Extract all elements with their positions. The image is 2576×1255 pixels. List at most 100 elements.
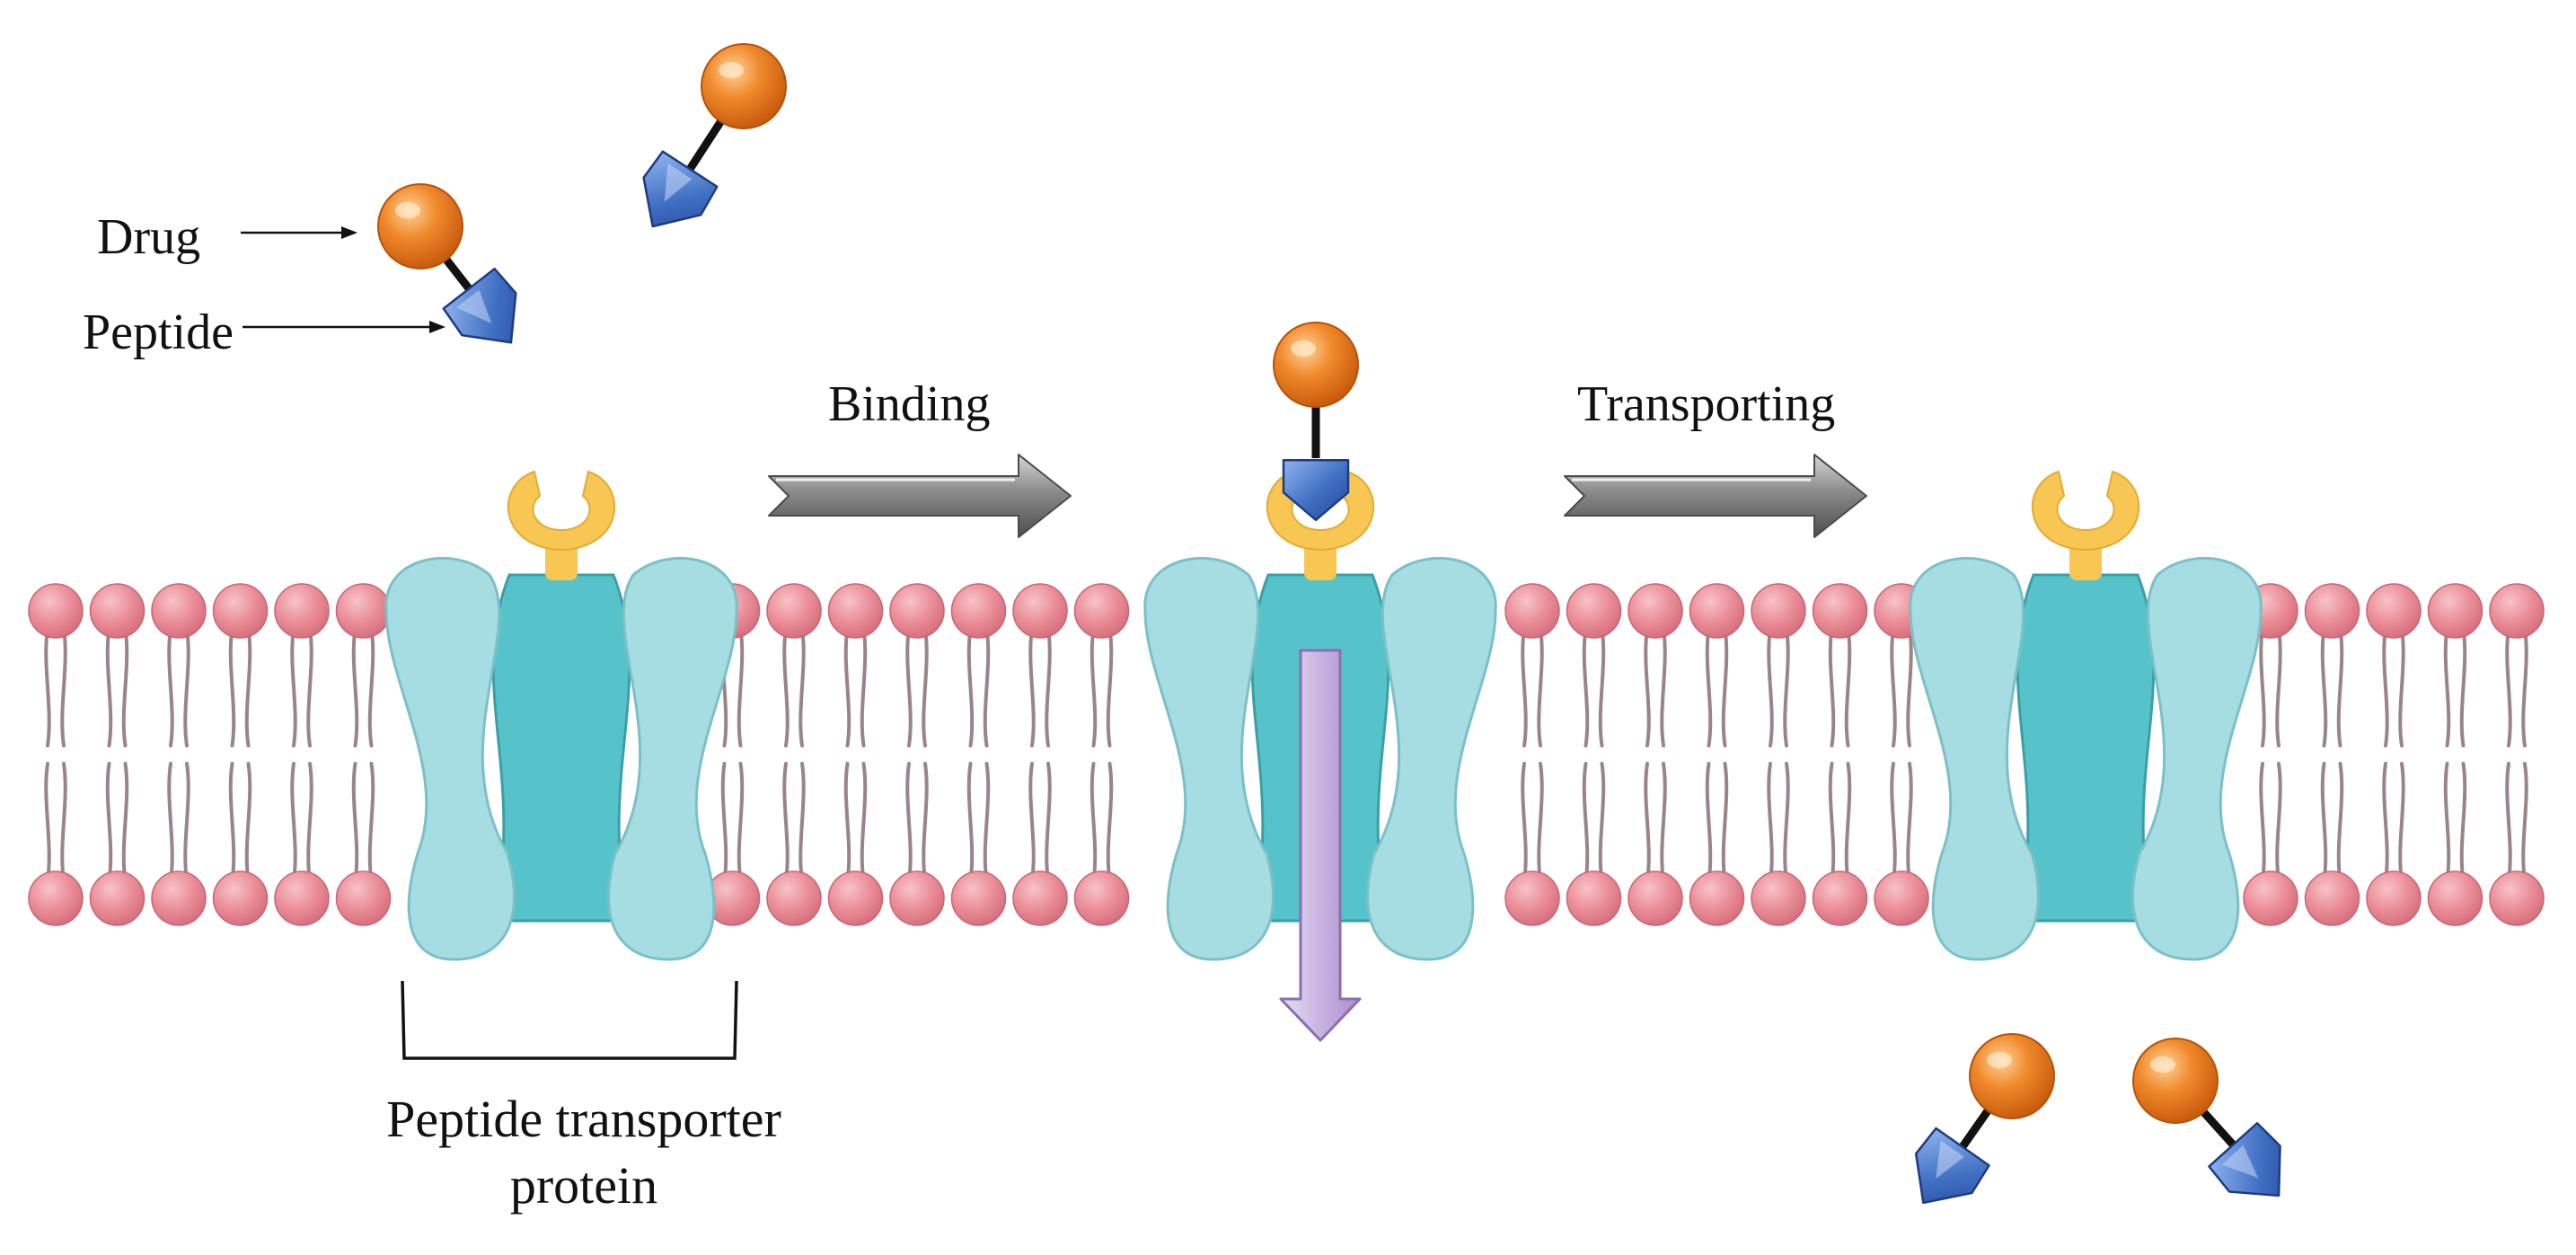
lipid-tail	[1906, 627, 1913, 747]
lipid-tail	[1045, 627, 1052, 747]
lipid-tail	[167, 762, 174, 882]
receptor-crescent	[2031, 470, 2140, 552]
transporter-left-subunit	[1909, 556, 2040, 961]
process-arrows	[768, 454, 1867, 1042]
transporter-label-line1: Peptide transporter	[386, 1090, 781, 1148]
lipid-tail	[2398, 762, 2405, 882]
lipid-head	[28, 871, 84, 926]
lipid-head	[2489, 871, 2545, 926]
lipid-tail	[2459, 627, 2467, 747]
lipid-head	[889, 583, 945, 639]
lipid-tail	[2336, 627, 2344, 747]
lipid-tail	[1644, 627, 1651, 747]
transporter-right-subunit	[2131, 556, 2263, 961]
peptide-facet	[2221, 1145, 2259, 1179]
peptide-gem	[1282, 458, 1350, 522]
lipid-head	[1689, 583, 1745, 639]
drug-sphere-icon	[1969, 1033, 2055, 1119]
lipid-tail	[1660, 762, 1667, 882]
transporting-arrow	[1564, 454, 1867, 538]
lipid-tails	[1028, 627, 1052, 882]
lipid-tail	[782, 627, 790, 747]
lipid-tail	[1521, 762, 1528, 882]
peptide-facet	[664, 163, 693, 202]
lipid-head	[335, 871, 392, 926]
drug-sphere-icon	[1273, 322, 1359, 408]
lipid-tails	[44, 627, 67, 882]
lipid-tail	[183, 627, 190, 747]
lipid-tail	[2320, 627, 2328, 747]
lipid-head	[1073, 871, 1130, 926]
transporter-left-subunit	[1143, 556, 1275, 961]
lipid-tails	[1090, 627, 1114, 882]
lipid-tail	[922, 762, 929, 882]
receptor-notch	[554, 482, 582, 502]
lipid-tails	[1890, 627, 1913, 882]
drug-sphere-icon	[701, 43, 787, 129]
lipid-tail	[1521, 627, 1528, 747]
lipid-head	[1566, 871, 1622, 926]
lipid-head	[1012, 583, 1068, 639]
transporter-left-subunit	[384, 556, 516, 961]
lipid-tails	[2505, 627, 2528, 882]
transporter-core	[491, 573, 631, 923]
lipid-tails	[1582, 627, 1606, 882]
lipid-head	[2243, 871, 2298, 926]
transporter-core	[2016, 573, 2156, 923]
lipid-tail	[966, 627, 975, 747]
peptide-facet	[456, 289, 492, 324]
lipid-tail	[121, 627, 129, 747]
lipid-tails	[782, 627, 806, 882]
lipid-tail	[1721, 627, 1729, 747]
bound-conjugate	[1273, 322, 1359, 522]
lipid-tail	[1783, 762, 1790, 882]
drug-sphere-shine	[1987, 1052, 2012, 1068]
lipid-head	[28, 583, 84, 639]
lipid-tail	[306, 762, 313, 882]
lipid-tail	[367, 762, 375, 882]
lipid-tail	[1828, 762, 1836, 882]
lipid-tail	[2382, 762, 2389, 882]
lipid-tail	[1906, 762, 1913, 882]
lipid-tail	[60, 627, 67, 747]
lipid-tail	[244, 627, 252, 747]
lipid-head	[1812, 871, 1868, 926]
gray-block-arrow	[768, 454, 1072, 538]
lipid-head	[89, 871, 146, 926]
peptide-gem	[642, 150, 719, 228]
free-conjugate-labeled	[377, 183, 517, 344]
lipid-tail	[351, 627, 359, 747]
lipid-tail	[2459, 762, 2467, 882]
lipid-head	[151, 583, 207, 639]
receptor-binding-site	[2031, 470, 2140, 580]
annotations	[241, 226, 738, 1060]
lipid-head	[1874, 871, 1929, 926]
lipid-tail	[2443, 627, 2451, 747]
lipid-tail	[1890, 762, 1897, 882]
lipid-head	[1751, 871, 1806, 926]
binding-label: Binding	[828, 376, 991, 432]
lipid-tail	[1721, 762, 1729, 882]
lipid-tail	[1644, 762, 1651, 882]
lipid-tails	[1705, 627, 1729, 882]
lipid-tail	[2336, 762, 2344, 882]
lipid-head	[1073, 583, 1130, 639]
lipid-head	[889, 871, 945, 926]
lipid-tail	[1045, 762, 1052, 882]
lipid-tail	[1783, 627, 1790, 747]
lipid-head	[827, 871, 884, 926]
lipid-tail	[121, 762, 129, 882]
lipid-tail	[905, 627, 913, 747]
lipid-head	[2489, 583, 2545, 639]
lipid-tail	[44, 627, 51, 747]
lipid-tails	[167, 627, 190, 882]
peptide-icon	[442, 267, 517, 344]
lipid-tails	[966, 627, 991, 882]
transporting-label: Transporting	[1577, 376, 1836, 432]
lipid-tail	[244, 762, 252, 882]
transporter-label-line2: protein	[509, 1156, 658, 1215]
lipid-tail	[1660, 627, 1667, 747]
peptide-icon	[1282, 458, 1350, 522]
drug-sphere-shine	[395, 202, 420, 218]
lipid-tails	[1644, 627, 1667, 882]
